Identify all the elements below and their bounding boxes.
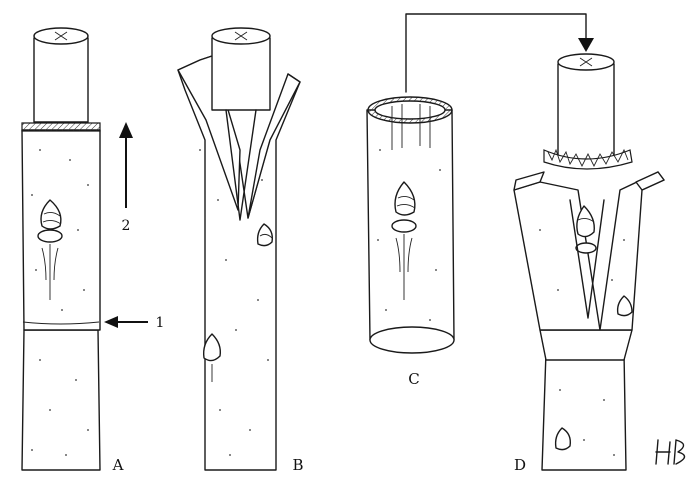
figure-b: [178, 28, 300, 470]
figure-d: [514, 54, 664, 470]
arrow-left-icon: [104, 316, 148, 328]
callout-1: 1: [156, 315, 165, 331]
patch-rim-a: [22, 123, 100, 131]
rootstock-stem-d: [542, 352, 626, 470]
signature-monogram: [656, 440, 685, 464]
rootstock-stem-a: [22, 330, 100, 470]
wood-cylinder-a: [34, 38, 88, 122]
bark-patch-a: [22, 130, 100, 330]
callout-2: 2: [122, 218, 131, 234]
figure-a: [22, 28, 100, 470]
label-d: D: [514, 456, 526, 474]
label-a: A: [112, 456, 124, 474]
label-b: B: [292, 456, 303, 474]
figure-c: [367, 97, 454, 353]
label-c: C: [408, 370, 419, 388]
wood-cylinder-b: [212, 38, 270, 110]
arrow-up-icon: [119, 122, 133, 208]
wood-cylinder-d: [558, 64, 614, 160]
